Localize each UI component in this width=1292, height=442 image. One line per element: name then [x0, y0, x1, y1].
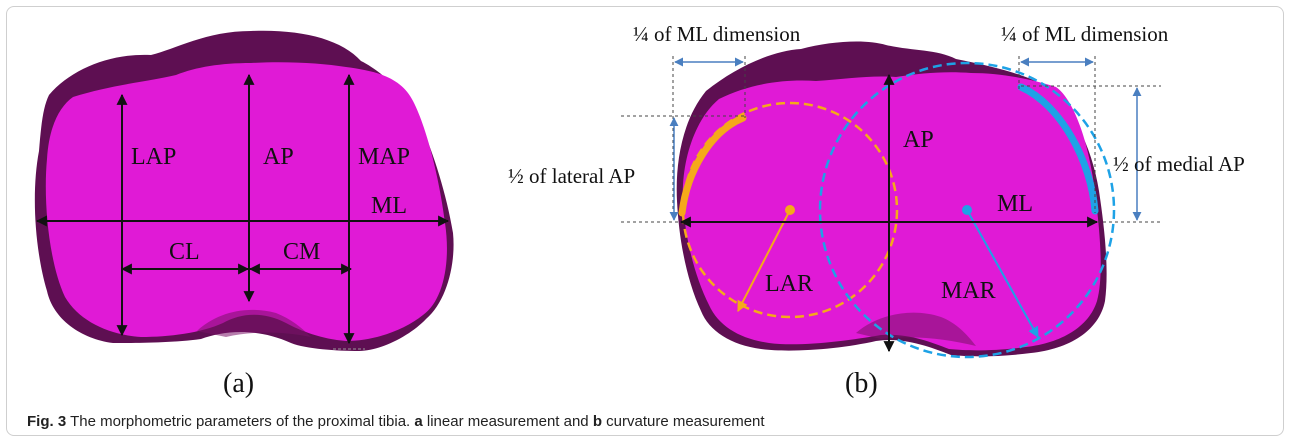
- caption-bold-a: a: [414, 413, 423, 430]
- caption-fig-number: Fig. 3: [27, 413, 67, 430]
- medial-curvature-arc: [1017, 83, 1099, 215]
- half-lateral-ap-label: ½ of lateral AP: [508, 164, 635, 188]
- figure-frame: LAP AP MAP ML CL CM (a): [6, 6, 1284, 436]
- quarter-ml-label-right: ¼ of ML dimension: [1001, 22, 1169, 46]
- panel-a: LAP AP MAP ML CL CM (a): [34, 30, 454, 399]
- map-label: MAP: [358, 144, 410, 170]
- caption-bold-b: b: [592, 413, 602, 430]
- tibia-notch-shade-a: [197, 309, 311, 337]
- figure-diagram: LAP AP MAP ML CL CM (a): [34, 22, 1245, 399]
- lar-label: LAR: [765, 271, 813, 297]
- lateral-fit-circle: [681, 101, 899, 319]
- panel-a-label: (a): [223, 368, 254, 399]
- mar-radius-arrow: [966, 209, 1039, 338]
- quarter-ml-label-left: ¼ of ML dimension: [633, 22, 801, 46]
- ml-label-b: ML: [997, 191, 1033, 217]
- lap-label: LAP: [131, 144, 176, 170]
- medial-fit-circle: [818, 61, 1116, 359]
- figure-caption: Fig. 3 The morphometric parameters of th…: [27, 413, 765, 430]
- ap-label-b: AP: [903, 127, 934, 153]
- cm-label: CM: [283, 239, 320, 265]
- ml-label-a: ML: [371, 193, 407, 219]
- half-medial-ap-label: ½ of medial AP: [1113, 152, 1245, 176]
- mar-label: MAR: [941, 278, 996, 304]
- lateral-curvature-arc: [678, 114, 747, 217]
- caption-text-1: The morphometric parameters of the proxi…: [66, 413, 415, 430]
- panel-b-label: (b): [845, 368, 878, 399]
- caption-text-2: linear measurement and: [422, 413, 593, 430]
- cl-label: CL: [169, 239, 200, 265]
- panel-b: ¼ of ML dimension ¼ of ML dimension ½ of…: [508, 22, 1245, 399]
- ap-label-a: AP: [263, 144, 294, 170]
- caption-text-3: curvature measurement: [601, 413, 765, 430]
